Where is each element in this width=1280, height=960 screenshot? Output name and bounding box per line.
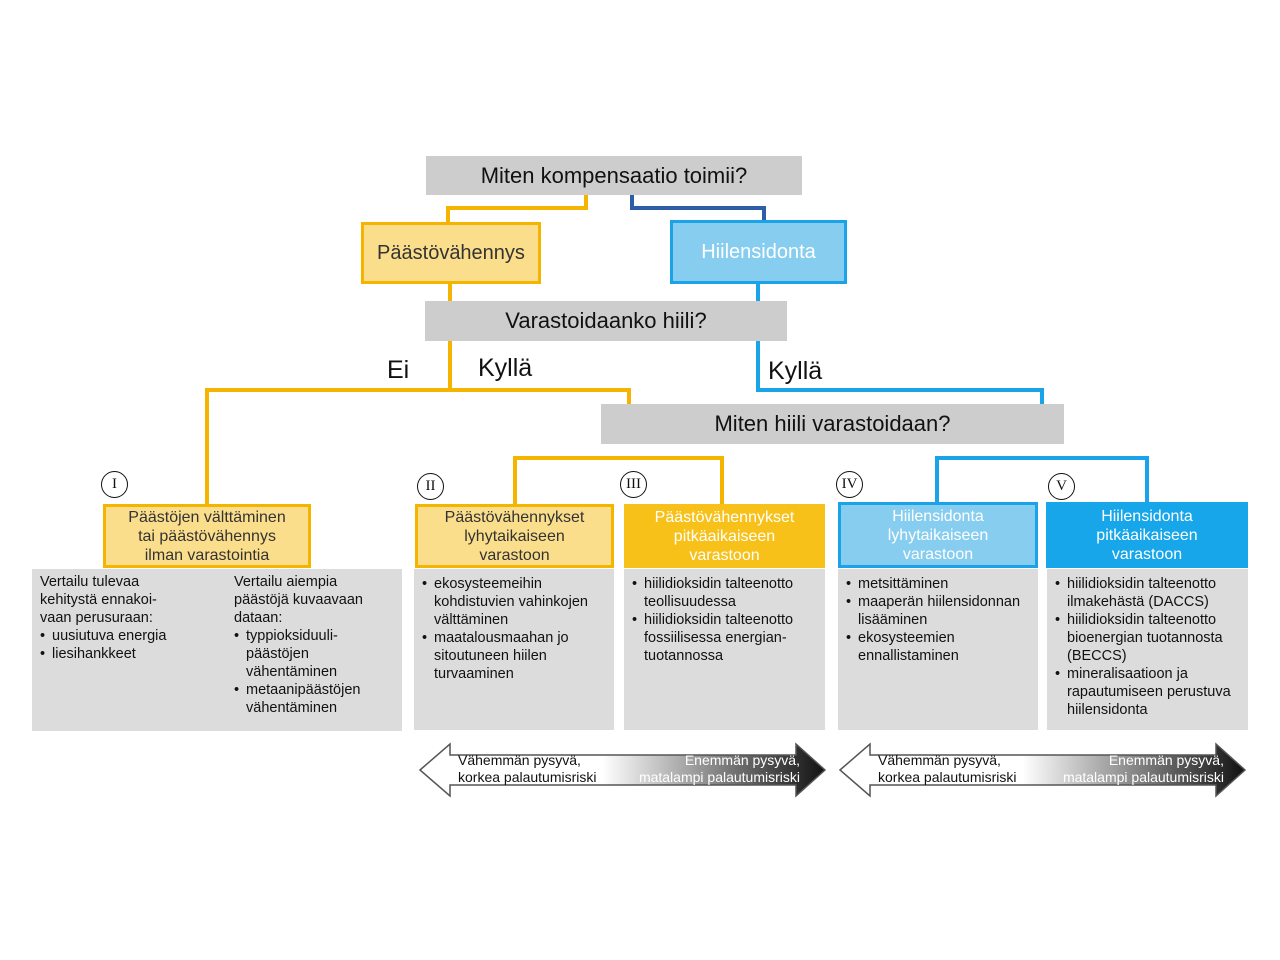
question-1-text: Miten kompensaatio toimii? <box>480 162 748 188</box>
arrow-left-more-text: Enemmän pysyvä, matalampi palautumisrisk… <box>638 752 800 785</box>
panel-1: Vertailu tulevaa kehitystä ennakoi- vaan… <box>32 569 402 731</box>
answer-yes-left: Kyllä <box>478 354 533 382</box>
panel-1-col-1: Vertailu tulevaa kehitystä ennakoi- vaan… <box>40 573 226 727</box>
category-box-5: Hiilensidonta pitkäaikaiseen varastoon <box>1046 502 1248 568</box>
line-yes-blue <box>756 340 1044 405</box>
list-item: ekosysteemien ennallistaminen <box>846 629 1030 665</box>
question-2-text: Varastoidaanko hiili? <box>505 308 707 333</box>
list-item: hiilidioksidin talteenotto ilmakehästä (… <box>1055 575 1240 611</box>
permanence-arrow-right <box>838 742 1247 798</box>
category-box-1: Päästöjen välttäminen tai päästövähennys… <box>103 504 311 568</box>
list-item: maaperän hiilensidonnan lisääminen <box>846 593 1030 629</box>
panel-1-col-1-intro: Vertailu tulevaa kehitystä ennakoi- vaan… <box>40 574 157 626</box>
answer-yes-right: Kyllä <box>768 357 823 385</box>
panel-5: hiilidioksidin talteenotto ilmakehästä (… <box>1047 569 1248 730</box>
category-box-2: Päästövähennykset lyhytaikaiseen varasto… <box>415 504 614 568</box>
list-item: metaanipäästöjen vähentäminen <box>234 681 394 717</box>
line-q3-blue <box>935 456 1149 505</box>
list-item: hiilidioksidin talteenotto bioenergian t… <box>1055 611 1240 665</box>
panel-1-col-2-list: typpioksiduuli- päästöjen vähentäminen m… <box>234 627 394 717</box>
double-arrow-shape <box>838 742 1247 798</box>
list-item: liesihankkeet <box>40 645 226 663</box>
list-item: hiilidioksidin talteenotto fossiilisessa… <box>632 611 817 665</box>
reduction-box: Päästövähennys <box>361 222 541 284</box>
panel-2-list: ekosysteemeihin kohdistuvien vahinkojen … <box>422 575 606 683</box>
list-item: uusiutuva energia <box>40 627 226 645</box>
arrow-right-less-text: Vähemmän pysyvä, korkea palautumisriski <box>878 752 1017 785</box>
panel-2: ekosysteemeihin kohdistuvien vahinkojen … <box>414 569 614 730</box>
list-item: hiilidioksidin talteenotto teollisuudess… <box>632 575 817 611</box>
number-circle-1: I <box>101 471 128 498</box>
list-item: mineralisaatioon ja rapautumiseen perust… <box>1055 665 1240 719</box>
panel-1-col-2-intro: Vertailu aiempia päästöjä kuvaavaan data… <box>234 574 363 626</box>
line-q1-removal <box>630 194 766 222</box>
permanence-arrow-left <box>418 742 827 798</box>
arrow-right-more-text: Enemmän pysyvä, matalampi palautumisrisk… <box>1062 752 1224 785</box>
line-q3-yellow <box>513 456 724 505</box>
question-3-text: Miten hiili varastoidaan? <box>714 411 951 436</box>
removal-box: Hiilensidonta <box>670 220 847 284</box>
question-box-1: Miten kompensaatio toimii? <box>426 156 802 195</box>
panel-3-list: hiilidioksidin talteenotto teollisuudess… <box>632 575 817 665</box>
reduction-label: Päästövähennys <box>377 241 525 264</box>
line-no-branch <box>205 388 631 505</box>
number-circle-2: II <box>417 473 444 500</box>
number-circle-5: V <box>1048 473 1075 500</box>
number-circle-4: IV <box>836 471 863 498</box>
number-circle-3: III <box>620 471 647 498</box>
list-item: ekosysteemeihin kohdistuvien vahinkojen … <box>422 575 606 629</box>
category-box-3: Päästövähennykset pitkäaikaiseen varasto… <box>624 504 825 568</box>
category-box-4: Hiilensidonta lyhytaikaiseen varastoon <box>838 502 1038 568</box>
panel-4: metsittäminen maaperän hiilensidonnan li… <box>838 569 1038 730</box>
panel-1-col-1-list: uusiutuva energia liesihankkeet <box>40 627 226 663</box>
panel-1-col-2: Vertailu aiempia päästöjä kuvaavaan data… <box>234 573 394 727</box>
list-item: metsittäminen <box>846 575 1030 593</box>
question-box-3: Miten hiili varastoidaan? <box>601 404 1064 444</box>
list-item: maatalousmaahan jo sitoutuneen hiilen tu… <box>422 629 606 683</box>
answer-no: Ei <box>387 356 410 384</box>
arrow-left-less-text: Vähemmän pysyvä, korkea palautumisriski <box>458 752 597 785</box>
question-box-2: Varastoidaanko hiili? <box>425 301 787 341</box>
panel-5-list: hiilidioksidin talteenotto ilmakehästä (… <box>1055 575 1240 719</box>
panel-4-list: metsittäminen maaperän hiilensidonnan li… <box>846 575 1030 665</box>
double-arrow-shape <box>418 742 827 798</box>
panel-3: hiilidioksidin talteenotto teollisuudess… <box>624 569 825 730</box>
line-q1-reduction <box>446 194 588 224</box>
list-item: typpioksiduuli- päästöjen vähentäminen <box>234 627 394 681</box>
removal-label: Hiilensidonta <box>701 240 816 263</box>
